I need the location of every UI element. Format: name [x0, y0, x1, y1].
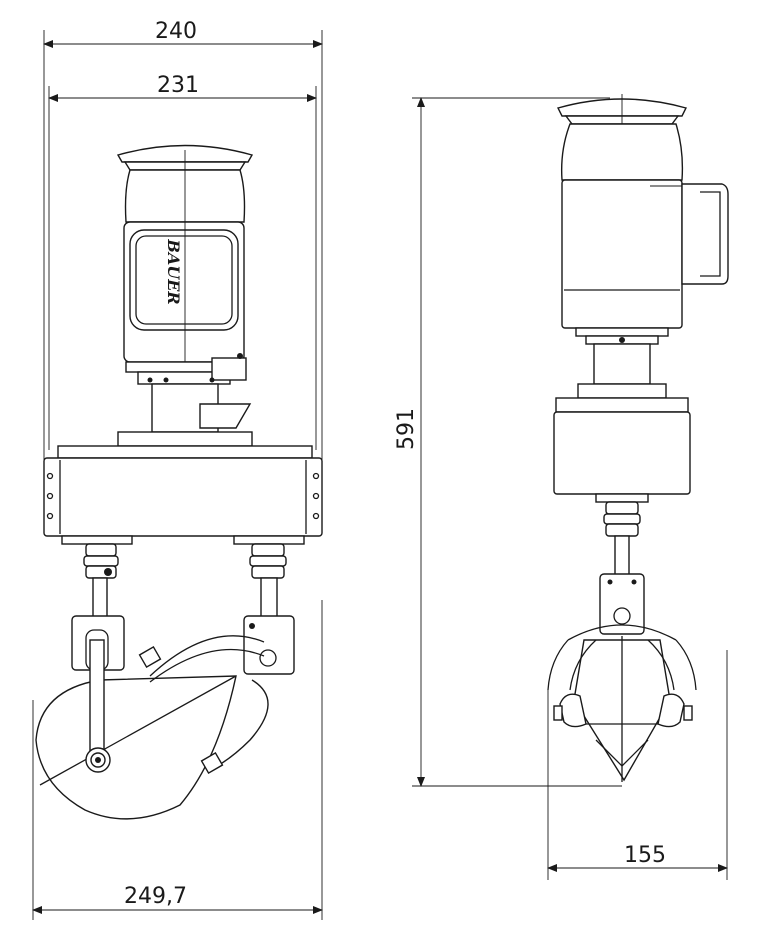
dimension-overall-width-label: 240 [155, 19, 197, 44]
dimension-height-label: 591 [394, 408, 419, 450]
wheel [35, 635, 269, 820]
brand-logo: BAUER [164, 238, 183, 304]
dimension-bottom-width: 249,7 [32, 600, 323, 920]
motor-body: BAUER [123, 150, 246, 440]
side-wheel [547, 624, 697, 782]
dimension-body-width: 231 [48, 73, 317, 450]
dimension-height: 591 [394, 97, 622, 787]
motor-coupling [117, 353, 253, 447]
side-fitting [599, 501, 645, 635]
right-fitting [243, 543, 295, 675]
dimension-side-width: 155 [547, 650, 728, 880]
dimension-body-width-label: 231 [157, 73, 199, 98]
dimension-side-width-label: 155 [624, 843, 666, 868]
dimension-overall-width: 240 [43, 19, 323, 460]
side-base [553, 411, 691, 503]
side-coupling [555, 327, 689, 413]
front-view: BAUER [35, 144, 323, 820]
side-view [547, 94, 729, 782]
dimension-bottom-width-label: 249,7 [124, 884, 187, 909]
side-motor-body [560, 123, 729, 329]
base-plate [43, 445, 323, 545]
side-motor-cap [556, 94, 688, 125]
